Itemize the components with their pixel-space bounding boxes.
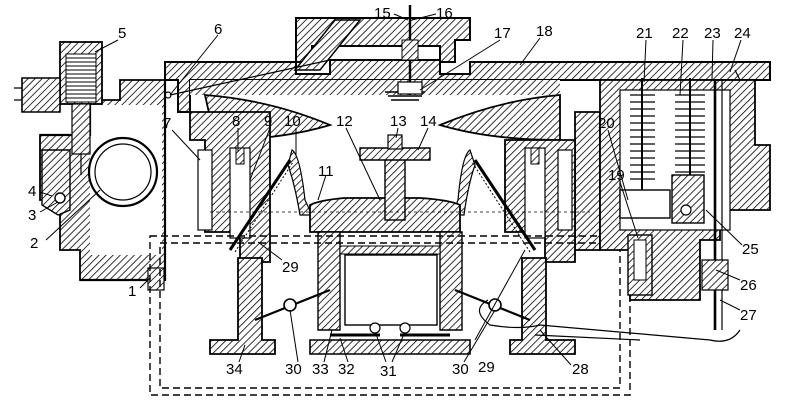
callout-13: 13	[390, 113, 407, 130]
venturi-right	[437, 94, 561, 141]
callout-31: 31	[380, 363, 397, 380]
callout-29-right: 29	[478, 359, 495, 376]
callout-25: 25	[742, 241, 759, 258]
callout-34: 34	[226, 361, 243, 378]
intake-channel	[164, 19, 362, 99]
callout-20: 20	[598, 115, 615, 132]
callout-leaders	[39, 13, 743, 366]
throttle-body	[149, 231, 741, 396]
callout-7: 7	[163, 115, 171, 132]
callout-33: 33	[312, 361, 329, 378]
callout-8: 8	[232, 113, 240, 130]
callout-16: 16	[436, 5, 453, 22]
main-body	[189, 111, 601, 263]
callout-30-right: 30	[452, 361, 469, 378]
callout-18: 18	[536, 23, 553, 40]
callout-10: 10	[284, 113, 301, 130]
callout-4: 4	[28, 183, 36, 200]
choke-valve-assembly	[385, 5, 425, 101]
callout-17: 17	[494, 25, 511, 42]
callout-1: 1	[128, 283, 136, 300]
callout-15: 15	[374, 5, 391, 22]
callout-19: 19	[608, 167, 625, 184]
accelerator-pump-housing	[599, 69, 771, 330]
callout-26: 26	[740, 277, 757, 294]
callout-2: 2	[30, 235, 38, 252]
callout-11: 11	[318, 163, 334, 180]
callout-22: 22	[672, 25, 689, 42]
callout-21: 21	[636, 25, 653, 42]
callout-labels: 1 2 3 4 5 6 7 8 9 10 11 12 13 14 15 16 1…	[28, 5, 759, 380]
callout-30-left: 30	[285, 361, 302, 378]
callout-9: 9	[264, 113, 272, 130]
callout-3: 3	[28, 207, 36, 224]
callout-28: 28	[572, 361, 589, 378]
float-chamber-left	[14, 41, 167, 291]
callout-29-left: 29	[282, 259, 299, 276]
callout-12: 12	[336, 113, 353, 130]
callout-14: 14	[420, 113, 437, 130]
callout-6: 6	[214, 21, 222, 38]
callout-23: 23	[704, 25, 721, 42]
callout-24: 24	[734, 25, 751, 42]
callout-5: 5	[118, 25, 126, 42]
callout-32: 32	[338, 361, 355, 378]
callout-27: 27	[740, 307, 757, 324]
